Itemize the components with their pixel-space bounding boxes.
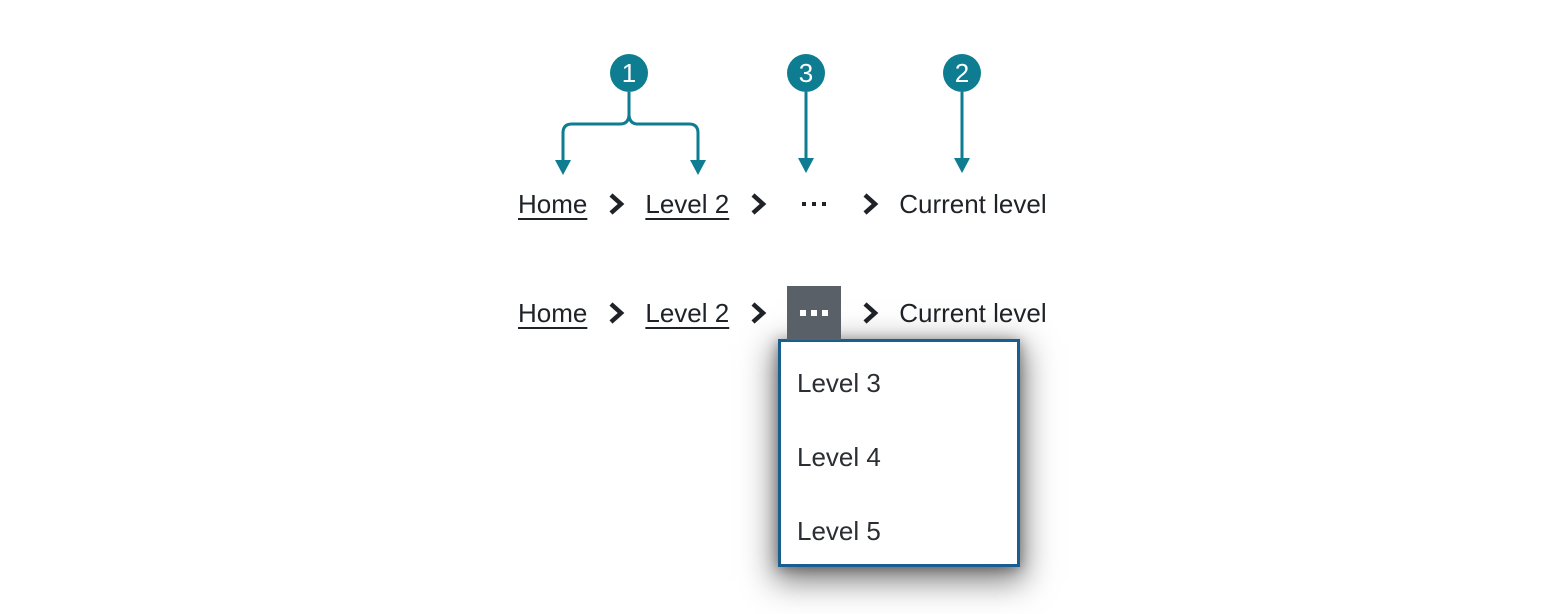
breadcrumb-default: Home Level 2 Current level xyxy=(518,186,1047,222)
callout-badge-2-number: 2 xyxy=(954,58,970,88)
ellipsis-dot xyxy=(812,202,817,206)
menu-item-level5[interactable]: Level 5 xyxy=(797,515,881,546)
callout-1-left-arrow-down-icon xyxy=(555,160,571,175)
callout-badge-3: 3 xyxy=(787,54,825,92)
ellipsis-dot xyxy=(822,310,829,316)
breadcrumb-overflow-ellipsis-button-active[interactable] xyxy=(787,286,842,340)
callout-badge-3-number: 3 xyxy=(798,58,814,88)
menu-item-level3[interactable]: Level 3 xyxy=(797,367,881,398)
callout-2-arrow-down-icon xyxy=(954,158,970,173)
menu-item-level4[interactable]: Level 4 xyxy=(797,441,881,472)
breadcrumb-current-level: Current level xyxy=(899,188,1047,219)
breadcrumb-expanded: Home Level 2 Current level xyxy=(518,286,1047,340)
callout-3-arrow-down-icon xyxy=(798,158,814,173)
chevron-right-icon xyxy=(863,193,879,215)
callout-badge-1: 1 xyxy=(610,54,648,92)
callout-badge-2: 2 xyxy=(943,54,981,92)
ellipsis-dot xyxy=(800,310,807,316)
callout-1-right-arrow-down-icon xyxy=(690,160,706,175)
ellipsis-dot xyxy=(802,202,807,206)
breadcrumb-current-level: Current level xyxy=(899,297,1047,328)
chevron-right-icon xyxy=(751,302,767,324)
breadcrumb-link-home[interactable]: Home xyxy=(518,297,588,328)
chevron-right-icon xyxy=(609,302,625,324)
ellipsis-dot xyxy=(811,310,818,316)
callout-1-bracket-line xyxy=(561,92,700,162)
breadcrumb-link-level2[interactable]: Level 2 xyxy=(645,188,730,219)
callout-badge-1-number: 1 xyxy=(621,58,637,88)
ellipsis-dot xyxy=(822,202,827,206)
chevron-right-icon xyxy=(609,193,625,215)
breadcrumb-overflow-ellipsis-button[interactable] xyxy=(787,189,841,219)
chevron-right-icon xyxy=(751,193,767,215)
chevron-right-icon xyxy=(863,302,879,324)
breadcrumb-overflow-menu: Level 3 Level 4 Level 5 xyxy=(778,339,1020,567)
breadcrumb-link-home[interactable]: Home xyxy=(518,188,588,219)
breadcrumb-link-level2[interactable]: Level 2 xyxy=(645,297,730,328)
